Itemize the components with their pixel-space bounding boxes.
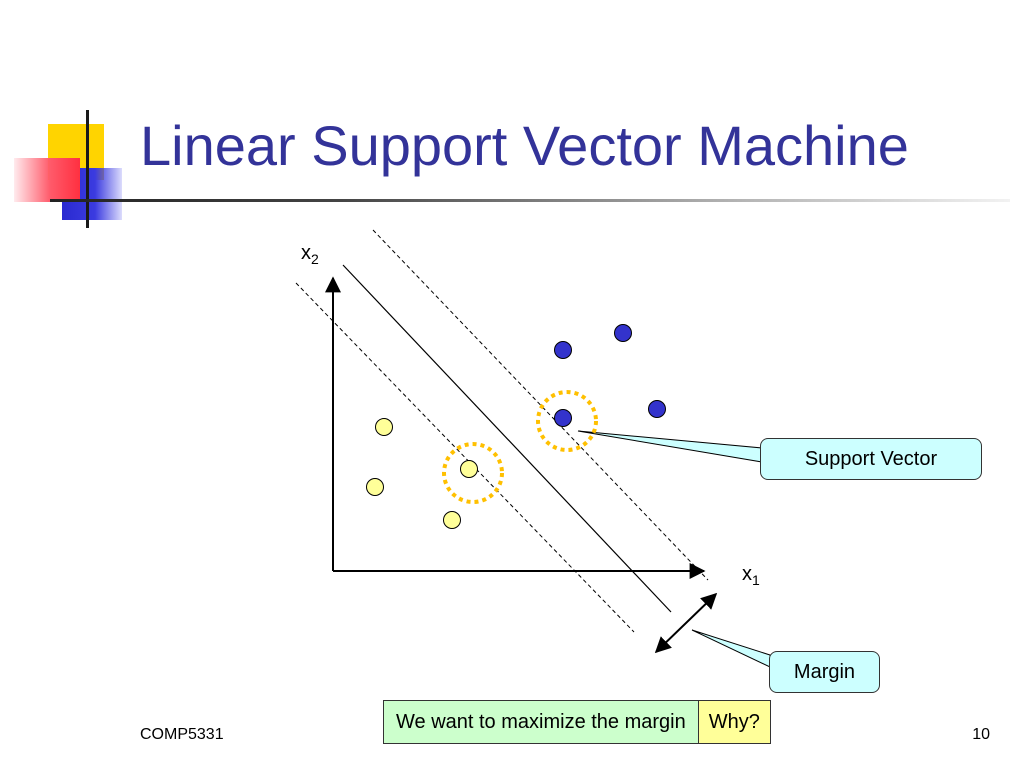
page-number: 10 xyxy=(972,726,990,743)
decor-red-square xyxy=(14,158,80,202)
support-vector-ring xyxy=(442,442,504,504)
y-axis-label: x2 xyxy=(301,242,319,267)
support-vector-pointer xyxy=(577,430,763,463)
support-vector-ring xyxy=(536,390,598,452)
x-axis-label: x1 xyxy=(742,563,760,588)
decor-vertical-line xyxy=(86,110,89,228)
negative-point xyxy=(460,460,478,478)
maximize-margin-text: We want to maximize the margin xyxy=(384,701,699,743)
slide-title: Linear Support Vector Machine xyxy=(140,114,909,177)
negative-point xyxy=(443,511,461,529)
margin-pointer xyxy=(691,629,771,668)
decision-boundary xyxy=(342,264,672,613)
footer-course-code: COMP5331 xyxy=(140,726,224,743)
positive-point xyxy=(554,341,572,359)
margin-arrow xyxy=(654,592,718,654)
positive-point xyxy=(648,400,666,418)
maximize-margin-box: We want to maximize the margin Why? xyxy=(383,700,771,744)
negative-point xyxy=(366,478,384,496)
why-text: Why? xyxy=(698,701,770,743)
margin-callout: Margin xyxy=(769,651,880,693)
negative-point xyxy=(375,418,393,436)
margin-boundary-upper xyxy=(372,229,709,581)
positive-point xyxy=(614,324,632,342)
margin-boundary-lower xyxy=(295,282,635,633)
positive-point xyxy=(554,409,572,427)
support-vector-callout: Support Vector xyxy=(760,438,982,480)
title-underline xyxy=(50,199,1010,202)
